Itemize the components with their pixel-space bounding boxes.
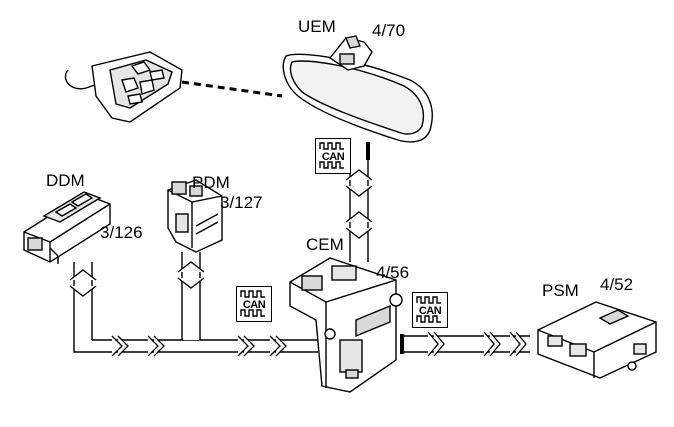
break-symbol <box>427 331 445 357</box>
break-symbol <box>177 261 205 289</box>
break-symbol <box>345 211 373 239</box>
cem-ref: 4/56 <box>376 263 410 282</box>
can-waveform-icon <box>319 142 344 169</box>
key-fob <box>64 51 183 123</box>
break-symbol <box>69 269 97 297</box>
uem-mirror <box>282 35 433 143</box>
can-label: CAN <box>418 305 442 317</box>
can-label: CAN <box>321 151 345 163</box>
uem-label: UEM <box>298 17 336 36</box>
can-bus-icon: CAN <box>412 292 448 328</box>
break-symbol <box>237 335 255 357</box>
bus-ddm-vertical <box>73 262 93 340</box>
break-symbol <box>345 169 373 197</box>
cem-label: CEM <box>306 235 344 254</box>
pdm-label: PDM <box>192 173 230 192</box>
connector-marker <box>400 334 404 354</box>
break-symbol <box>111 335 129 357</box>
bus-pdm-vertical <box>181 252 201 340</box>
psm-ref: 4/52 <box>600 275 634 294</box>
ddm-label: DDM <box>46 171 85 190</box>
break-symbol <box>509 331 527 357</box>
can-label: CAN <box>242 299 266 311</box>
pdm-ref: 3/127 <box>220 193 263 212</box>
uem-ref: 4/70 <box>372 21 406 40</box>
bus-lines <box>73 142 530 353</box>
psm-module <box>537 301 657 379</box>
pdm-module <box>167 179 223 253</box>
can-bus-icon: CAN <box>315 138 351 174</box>
connector-marker <box>366 142 370 160</box>
can-waveform-icon <box>240 290 265 317</box>
ddm-ref: 3/126 <box>100 223 143 242</box>
ddm-module <box>23 191 111 264</box>
bus-cem-psm <box>402 335 530 353</box>
wireless-link <box>181 80 283 98</box>
cem-module <box>289 257 403 393</box>
break-symbols <box>69 169 527 357</box>
can-waveform-icon <box>416 296 441 323</box>
break-symbol <box>147 335 165 357</box>
break-symbol <box>269 335 287 357</box>
psm-label: PSM <box>542 281 579 300</box>
can-bus-icon: CAN <box>236 286 272 322</box>
break-symbol <box>483 331 501 357</box>
